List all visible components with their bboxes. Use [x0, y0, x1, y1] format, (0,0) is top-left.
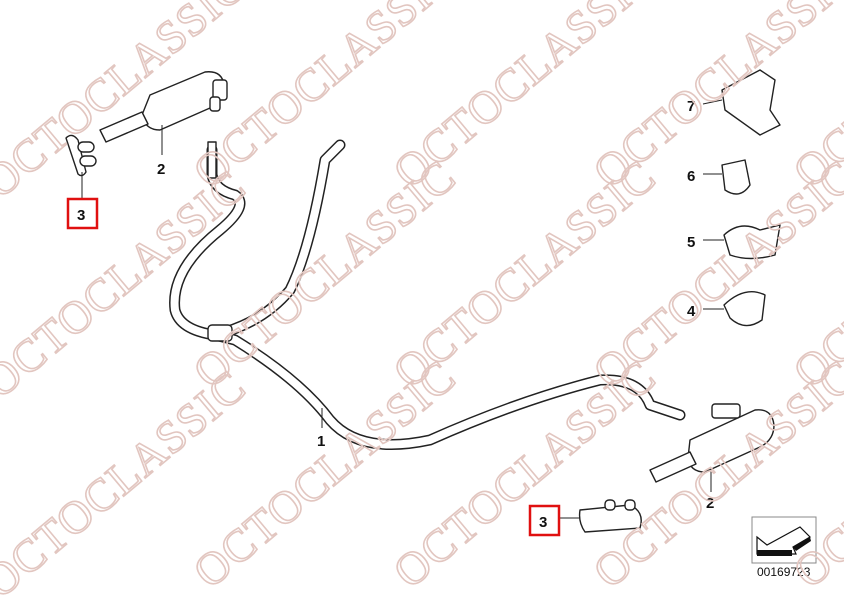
- washer-pump-left: [99, 71, 228, 179]
- highlight-box-3-left: [66, 197, 99, 230]
- clip-7: [721, 69, 781, 136]
- callout-3-left: 3: [77, 207, 85, 224]
- nozzle-cap-left: [65, 134, 87, 177]
- clip-6: [721, 159, 751, 195]
- washer-pump-right: [649, 403, 775, 483]
- hose-line-1: [169, 139, 686, 450]
- callout-4: 4: [687, 303, 696, 320]
- callout-5: 5: [687, 234, 695, 251]
- callout-7: 7: [687, 98, 695, 115]
- callout-2-right: 2: [706, 495, 714, 512]
- orientation-arrow-icon: [751, 516, 817, 564]
- clip-4: [723, 291, 766, 327]
- clip-5: [723, 224, 781, 260]
- callout-6: 6: [687, 168, 695, 185]
- leader-lines: [81, 99, 724, 519]
- callout-3-right: 3: [539, 514, 547, 531]
- diagram-code: 00169723: [757, 565, 811, 579]
- highlight-box-3-right: [528, 504, 561, 537]
- callout-2-left: 2: [157, 161, 165, 178]
- callout-1: 1: [317, 433, 325, 450]
